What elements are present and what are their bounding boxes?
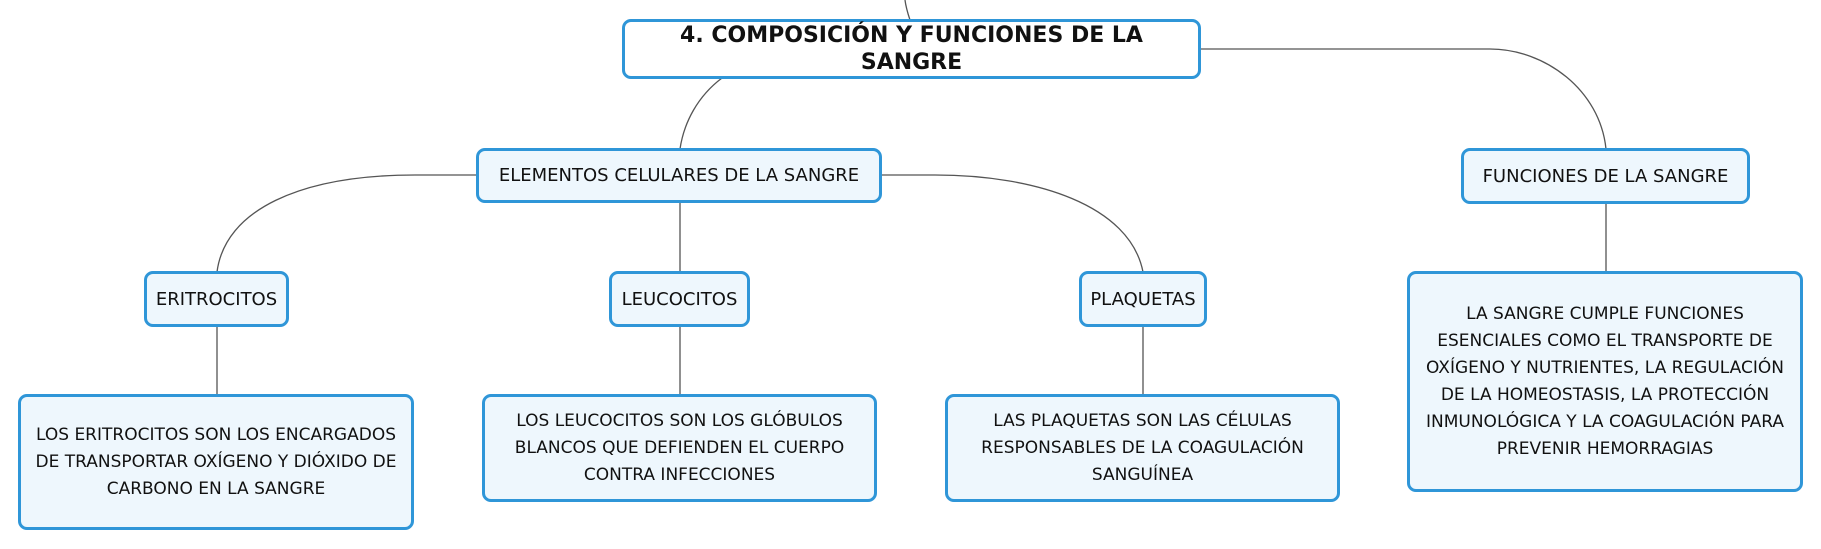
platelets-node[interactable]: PLAQUETAS	[1079, 271, 1207, 327]
erythrocytes-node[interactable]: ERITROCITOS	[144, 271, 289, 327]
root-topic-node[interactable]: 4. COMPOSICIÓN Y FUNCIONES DE LA SANGRE	[622, 19, 1201, 79]
root-topic-label: 4. COMPOSICIÓN Y FUNCIONES DE LA SANGRE	[680, 23, 1143, 75]
blood-functions-node[interactable]: FUNCIONES DE LA SANGRE	[1461, 148, 1750, 204]
connector-parent-to-root	[904, 0, 911, 21]
connector-cellular-to-platelets	[882, 174, 1144, 273]
erythrocytes-description: LOS ERITROCITOS SON LOS ENCARGADOS DE TR…	[35, 424, 397, 499]
connector-cellular-to-erythrocytes	[216, 174, 476, 273]
leukocytes-label: LEUCOCITOS	[621, 288, 738, 310]
erythrocytes-label: ERITROCITOS	[155, 288, 278, 310]
erythrocytes-description-node[interactable]: LOS ERITROCITOS SON LOS ENCARGADOS DE TR…	[18, 394, 414, 530]
blood-functions-label: FUNCIONES DE LA SANGRE	[1482, 165, 1729, 187]
connector-root-to-cellular	[679, 77, 723, 150]
leukocytes-description-node[interactable]: LOS LEUCOCITOS SON LOS GLÓBULOS BLANCOS …	[482, 394, 877, 502]
connector-root-to-functions	[1201, 48, 1607, 150]
leukocytes-node[interactable]: LEUCOCITOS	[609, 271, 750, 327]
platelets-label: PLAQUETAS	[1090, 288, 1196, 310]
functions-description: LA SANGRE CUMPLE FUNCIONES ESENCIALES CO…	[1426, 303, 1784, 459]
cellular-elements-node[interactable]: ELEMENTOS CELULARES DE LA SANGRE	[476, 148, 882, 203]
platelets-description-node[interactable]: LAS PLAQUETAS SON LAS CÉLULAS RESPONSABL…	[945, 394, 1340, 502]
platelets-description: LAS PLAQUETAS SON LAS CÉLULAS RESPONSABL…	[981, 410, 1304, 485]
cellular-elements-label: ELEMENTOS CELULARES DE LA SANGRE	[498, 165, 860, 186]
functions-description-node[interactable]: LA SANGRE CUMPLE FUNCIONES ESENCIALES CO…	[1407, 271, 1803, 492]
leukocytes-description: LOS LEUCOCITOS SON LOS GLÓBULOS BLANCOS …	[514, 410, 845, 485]
